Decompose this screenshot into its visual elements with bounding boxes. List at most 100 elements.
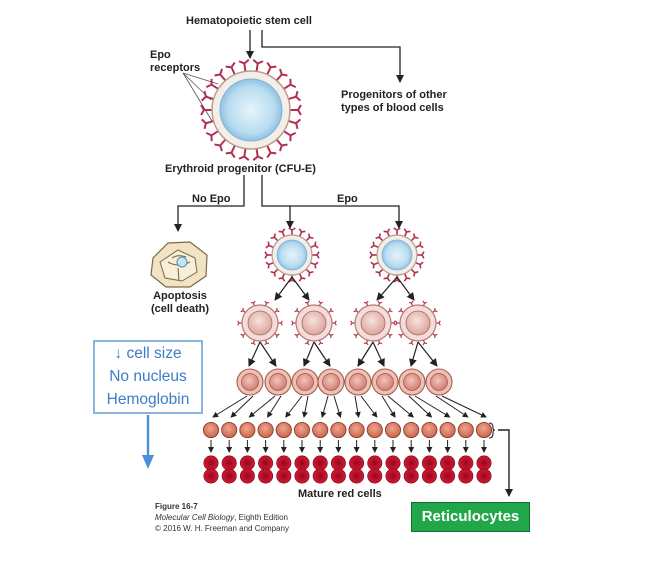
apoptotic-cell-icon: [150, 241, 208, 288]
mature-red-cell: [221, 468, 237, 484]
mature-red-cell: [367, 468, 383, 484]
epo-receptor-icon: [265, 61, 277, 76]
lineage-arrow: [259, 341, 277, 367]
epo-stimulated-progenitor-cell: [369, 227, 425, 283]
reticulocyte-cell: [348, 421, 365, 439]
lineage-arrow: [357, 341, 374, 367]
lineage-arrow: [354, 395, 361, 418]
epo-receptor-icon: [282, 129, 297, 142]
reticulocyte-cell: [475, 421, 493, 439]
mature-red-cell: [203, 455, 219, 471]
lineage-arrow: [435, 395, 469, 418]
lineage-arrow: [285, 395, 303, 418]
reticulocyte-cell: [439, 421, 456, 439]
reticulocyte-cell: [330, 421, 347, 439]
book-title: Molecular Cell Biology: [155, 513, 235, 522]
epo-receptors-label-line1: Epo: [150, 49, 171, 61]
hemoglobin-text: Hemoglobin: [106, 391, 190, 408]
lineage-arrow: [387, 395, 414, 418]
mature-red-cell: [385, 455, 401, 471]
epo-receptors-label: Epo receptors: [150, 49, 200, 75]
mature-red-cell: [294, 455, 310, 471]
mature-red-cell: [349, 468, 365, 484]
lineage-arrow: [333, 395, 342, 418]
figure-number: Figure 16-7: [155, 502, 198, 511]
lineage-arrow: [230, 395, 254, 418]
reticulocyte-cell: [421, 421, 438, 439]
mature-red-cell: [367, 455, 383, 471]
maturation-info-box: ↓ cell size No nucleus Hemoglobin: [93, 340, 203, 414]
erythroblast-cell: [237, 300, 283, 346]
epo-receptor-icon: [275, 138, 288, 152]
reticulocytes-box: Reticulocytes: [411, 502, 530, 532]
erythroblast-cell: [350, 300, 396, 346]
reticulocyte-cell: [457, 421, 474, 439]
cell-lineage-tree: [202, 227, 493, 484]
maturation-blue-arrowhead: [142, 455, 154, 469]
mature-red-cell: [458, 468, 474, 484]
epo-receptor-icon: [289, 104, 302, 116]
mature-red-cell: [421, 455, 437, 471]
epo-receptor-icon: [304, 233, 314, 243]
apoptosis-label: Apoptosis (cell death): [148, 290, 212, 316]
mature-red-cell: [276, 455, 292, 471]
reticulocyte-cell: [257, 421, 274, 439]
lineage-arrow: [303, 341, 315, 367]
lineage-arrow: [396, 276, 415, 301]
erythroid-progenitor-label: Erythroid progenitor (CFU-E): [165, 163, 316, 175]
epo-receptor-pointer: [182, 72, 213, 122]
reticulocyte-cell: [275, 421, 292, 439]
epo-receptor-icon: [270, 267, 280, 277]
epo-receptor-icon: [265, 144, 277, 159]
figure-source: Molecular Cell Biology, Eighth Edition: [155, 513, 288, 523]
epo-label: Epo: [337, 193, 358, 205]
reticulocyte-cell: [403, 421, 420, 439]
lineage-arrow: [408, 395, 433, 418]
other-progenitors-line1: Progenitors of other: [341, 89, 447, 101]
epo-receptor-icon: [225, 61, 237, 76]
erythroblast-cell: [291, 300, 337, 346]
cell-size-text: ↓ cell size: [114, 345, 182, 362]
copyright-line: © 2016 W. H. Freeman and Company: [155, 524, 289, 533]
reticulocyte-cell: [366, 421, 383, 439]
reticulocyte-cell: [239, 421, 256, 439]
lineage-arrow: [372, 341, 385, 367]
lineage-arrow: [409, 341, 419, 367]
lineage-arrow: [301, 395, 309, 418]
erythroblast-cell: [398, 368, 426, 396]
epo-receptor-icon: [287, 118, 302, 130]
erythroblast-cell: [236, 368, 264, 396]
erythroblast-cell: [317, 368, 345, 396]
epo-receptor-icon: [375, 233, 385, 243]
mature-red-cell: [440, 468, 456, 484]
other-progenitors-line2: types of blood cells: [341, 102, 444, 114]
mature-red-cell: [349, 455, 365, 471]
mature-red-cell: [312, 468, 328, 484]
lineage-arrow: [376, 276, 398, 301]
epo-receptors-label-line2: receptors: [150, 62, 201, 74]
erythroblast-cell: [264, 368, 292, 396]
lineage-arrow: [291, 276, 310, 301]
epo-stimulated-progenitor-cell: [264, 227, 320, 283]
mature-red-cell: [385, 468, 401, 484]
lineage-arrow: [360, 395, 378, 418]
reticulocyte-cell: [221, 421, 238, 439]
epo-receptor-icon: [282, 78, 297, 91]
no-epo-label: No Epo: [192, 193, 231, 205]
no-epo-arrow: [174, 175, 245, 232]
apoptosis-line1: Apoptosis: [153, 290, 207, 302]
epo-receptor-icon: [200, 118, 215, 130]
erythroblast-cell: [371, 368, 399, 396]
epo-receptor-icon: [275, 68, 288, 82]
epo-receptor-icon: [409, 233, 419, 243]
epo-receptor-icon: [214, 68, 227, 82]
hsc-label: Hematopoietic stem cell: [186, 15, 312, 27]
epo-receptor-icon: [225, 144, 237, 159]
lineage-arrow: [441, 395, 487, 418]
lineage-arrow: [320, 395, 329, 418]
reticulocyte-cell: [293, 421, 311, 439]
erythroblast-cell: [395, 300, 441, 346]
erythroblast-cell: [344, 368, 372, 396]
